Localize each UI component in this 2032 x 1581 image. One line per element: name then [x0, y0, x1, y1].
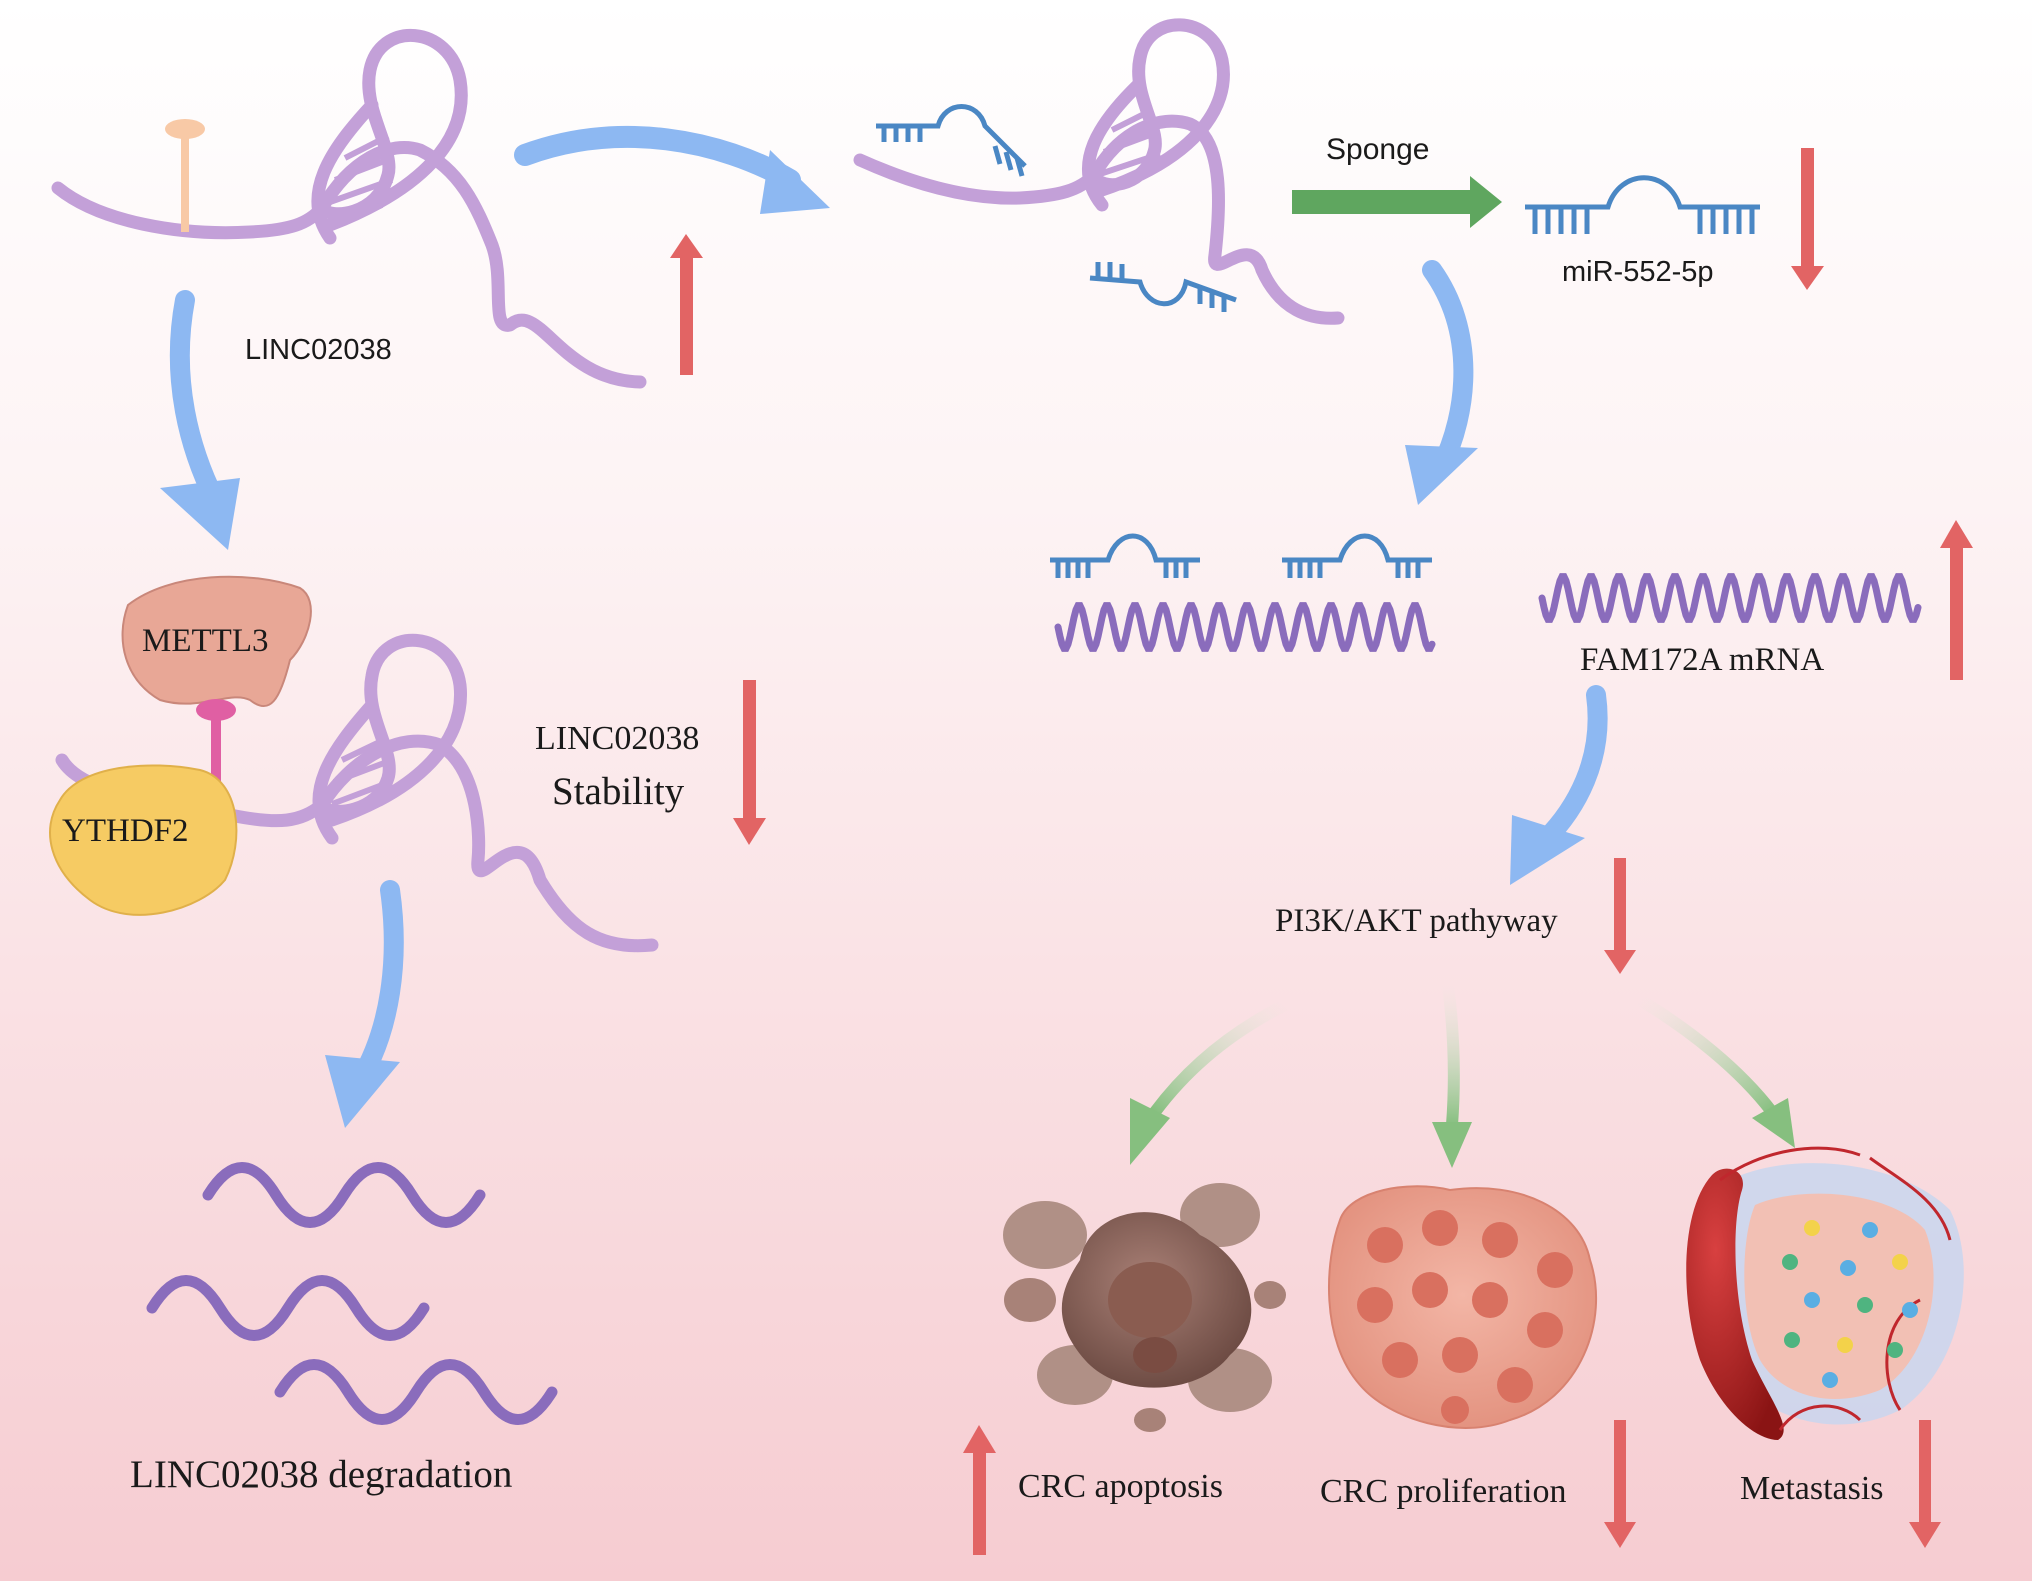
pi3k-akt-pathway-label: PI3K/AKT pathyway	[1275, 903, 1558, 939]
ythdf2-label: YTHDF2	[62, 813, 189, 849]
fam172a-mrna-icon	[1538, 573, 1922, 623]
lncrna-middle-left-rungs	[330, 735, 394, 807]
flow-arrow-top	[514, 125, 830, 214]
tumor-cluster-icon	[1327, 1185, 1598, 1429]
apoptotic-cell-icon	[1003, 1183, 1286, 1432]
outcome-arrow-proliferation	[1432, 984, 1472, 1168]
ythdf2-protein-icon	[49, 764, 238, 916]
mir-552-5p-label: miR-552-5p	[1562, 256, 1714, 288]
up-arrow-linc	[670, 234, 703, 375]
lncrna-top-left-icon	[51, 29, 647, 389]
crc-proliferation-label: CRC proliferation	[1320, 1473, 1567, 1510]
outcome-arrow-metastasis	[1636, 994, 1795, 1148]
down-arrow-proliferation	[1604, 1420, 1636, 1548]
down-arrow-stability	[733, 680, 766, 845]
mirna-on-mrna-right-icon	[1282, 533, 1432, 578]
lncrna-top-left-rungs	[328, 133, 394, 227]
outcome-arrow-apoptosis	[1130, 999, 1288, 1165]
flow-arrow-mrna	[1405, 260, 1478, 505]
up-arrow-fam172a	[1940, 520, 1973, 680]
linc02038-degradation-label: LINC02038 degradation	[130, 1453, 513, 1496]
m6a-link-icon	[196, 699, 236, 785]
sponge-arrow	[1292, 176, 1502, 228]
down-arrow-metastasis	[1909, 1420, 1941, 1548]
lncrna-sponge-icon	[853, 18, 1345, 325]
up-arrow-apoptosis	[963, 1425, 996, 1555]
metastasis-label: Metastasis	[1740, 1470, 1884, 1507]
flow-arrow-degradation	[325, 880, 404, 1128]
linc02038-label: LINC02038	[245, 334, 392, 366]
mettl3-label: METTL3	[142, 623, 269, 659]
mirna-bound-right-icon	[1089, 262, 1237, 312]
degraded-rna-icon	[146, 1162, 558, 1425]
flow-arrow-mettl3	[160, 290, 240, 550]
mirna-free-icon	[1525, 175, 1760, 234]
stability-label-line1: LINC02038	[535, 720, 700, 757]
crc-apoptosis-label: CRC apoptosis	[1018, 1468, 1223, 1505]
fam172a-mrna-label: FAM172A mRNA	[1580, 642, 1825, 678]
down-arrow-pi3k	[1604, 858, 1636, 974]
mrna-bound-icon	[1054, 602, 1436, 652]
mirna-on-mrna-left-icon	[1050, 533, 1200, 578]
down-arrow-mir	[1791, 148, 1824, 290]
sponge-label: Sponge	[1326, 133, 1430, 166]
flow-arrow-pi3k	[1510, 685, 1608, 885]
mettl3-protein-icon	[121, 575, 312, 707]
m6a-pin-icon	[165, 119, 205, 232]
stability-label-line2: Stability	[552, 770, 685, 813]
lncrna-sponge-rungs	[1099, 107, 1161, 177]
blood-vessel-tumor-icon	[1686, 1146, 1964, 1440]
mirna-bound-left-icon	[876, 104, 1027, 177]
